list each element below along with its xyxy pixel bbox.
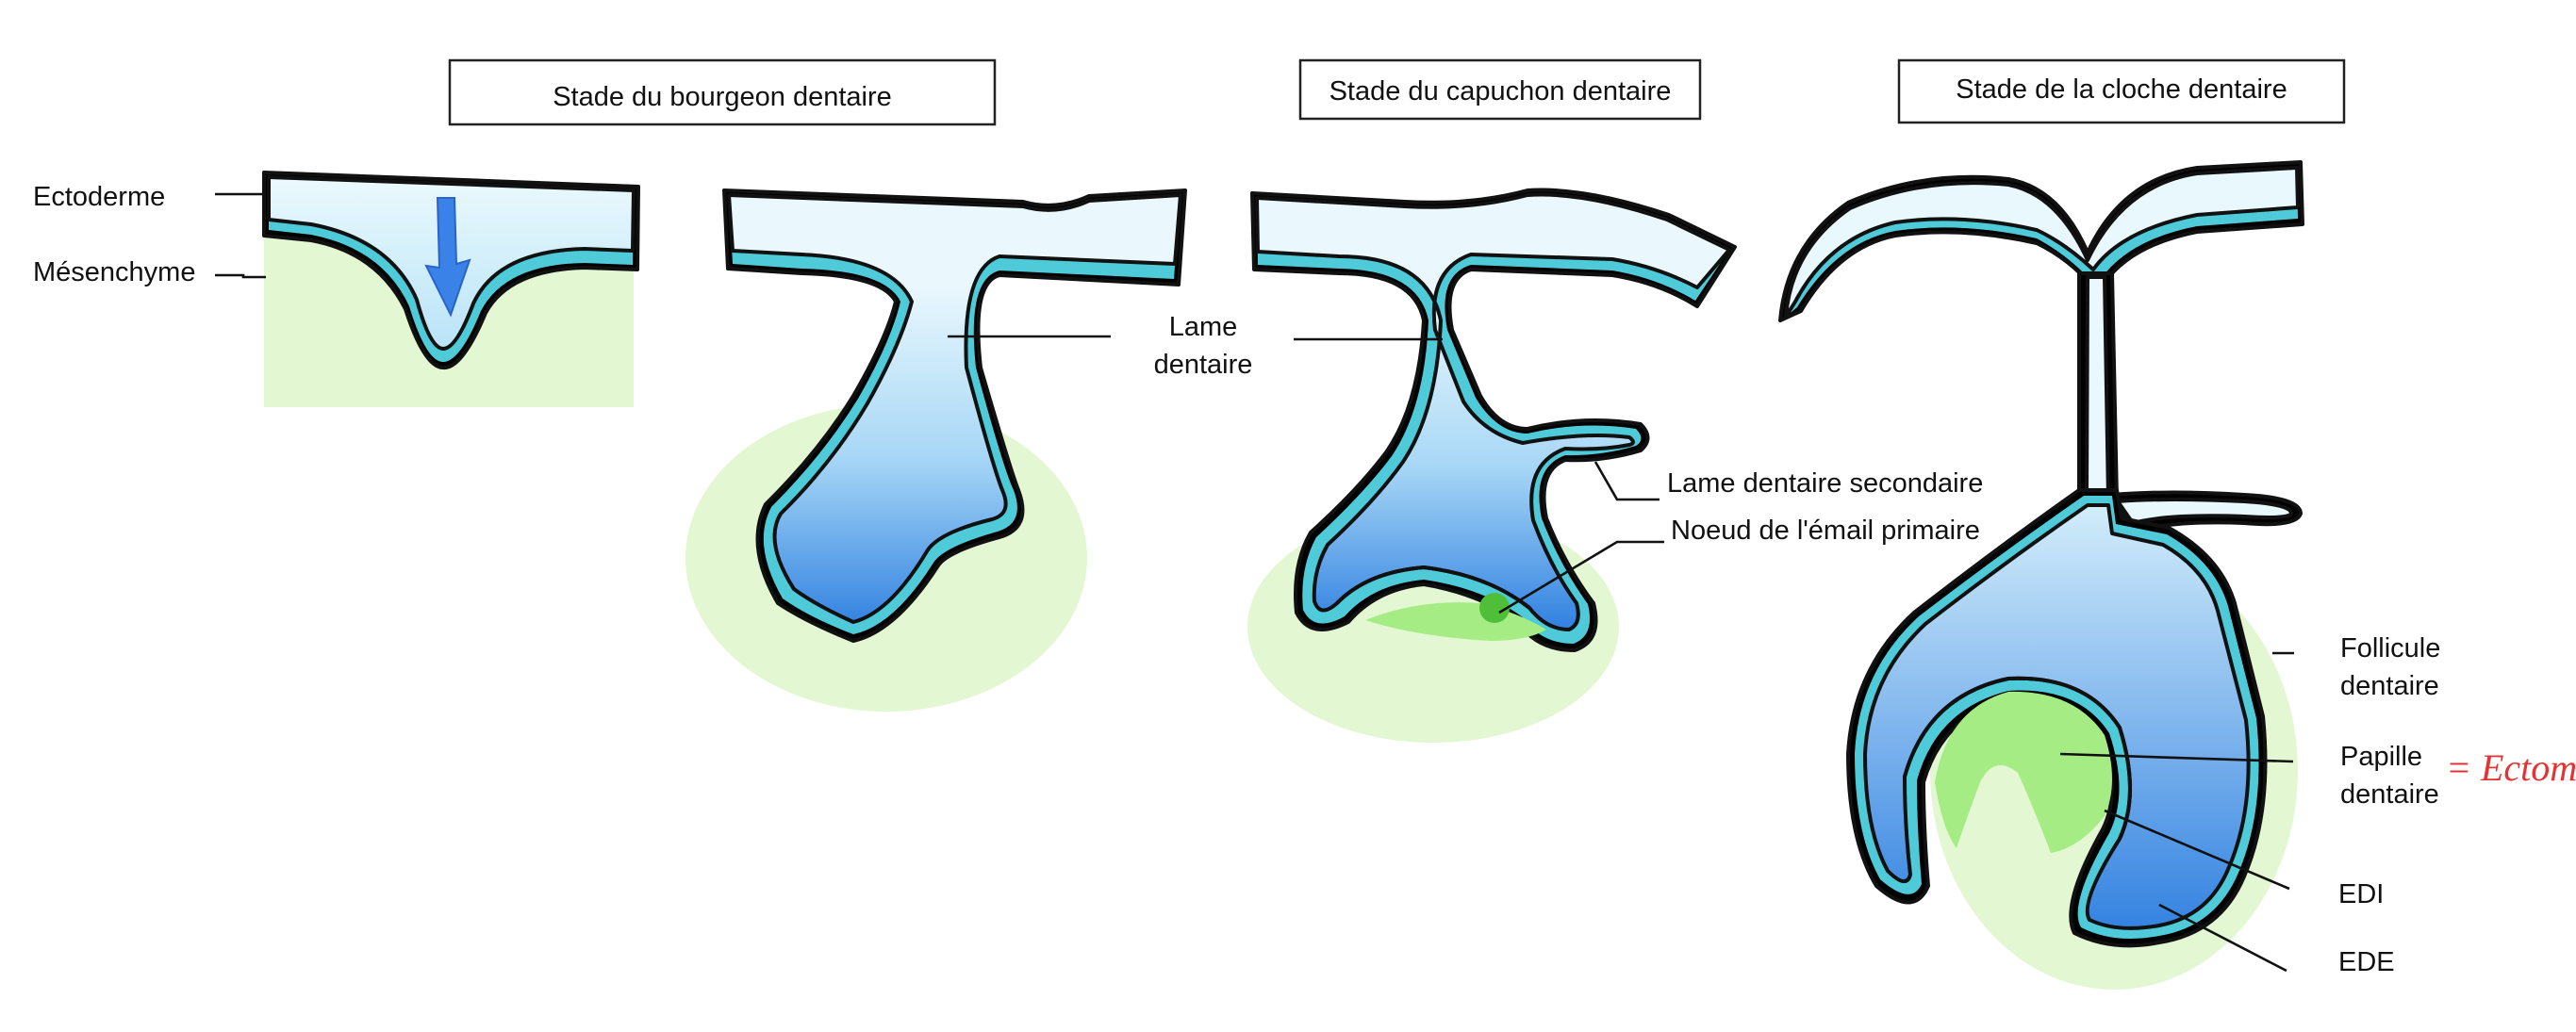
stage-initiation — [262, 171, 640, 407]
label-ede: EDE — [2338, 947, 2395, 977]
title-bud-stage: Stade du bourgeon dentaire — [448, 58, 997, 126]
label-mesenchyme: Mésenchyme — [33, 257, 195, 287]
title-box-bell — [1897, 58, 2346, 124]
bell-oral-epithelium — [1784, 166, 2300, 319]
title-box-cap — [1298, 58, 1702, 121]
title-text-cap: Stade du capuchon dentaire — [1329, 76, 1672, 106]
label-follicule-line1: Follicule — [2340, 633, 2440, 663]
leader-mesenchyme — [215, 273, 266, 279]
label-follicule-line2: dentaire — [2340, 671, 2439, 701]
leader-lines — [215, 192, 2294, 973]
invagination-arrow — [424, 197, 471, 318]
stage-bell — [1778, 160, 2304, 990]
arrow-icon — [424, 197, 471, 318]
leader-edi — [2104, 809, 2290, 891]
label-lame-line1: Lame — [1169, 312, 1238, 342]
bell-lamina — [2085, 275, 2110, 501]
title-text-bell: Stade de la cloche dentaire — [1956, 74, 2287, 105]
stage-cap — [1247, 188, 1737, 743]
bell-secondary-lamina — [2116, 498, 2293, 525]
enamel-knot — [1479, 593, 1510, 623]
title-box-bud — [448, 58, 997, 126]
labels: Ectoderme Mésenchyme Lame dentaire Lame … — [33, 182, 2576, 977]
leader-papille — [2059, 752, 2294, 763]
bell-inner-epithelium-line — [1903, 676, 2132, 840]
bud-epithelium — [727, 193, 1182, 624]
label-papille-line1: Papille — [2340, 742, 2422, 772]
label-papille-line2: dentaire — [2340, 779, 2439, 810]
label-noeud: Noeud de l'émail primaire — [1671, 516, 1980, 546]
leader-noeud — [1498, 540, 1664, 614]
label-edi: EDI — [2338, 879, 2384, 909]
bell-dental-papilla — [1935, 691, 2112, 853]
handwritten-annotation: = Ectomés — [2446, 746, 2576, 789]
leader-ede — [2158, 903, 2287, 973]
title-text-bud: Stade du bourgeon dentaire — [553, 82, 892, 112]
label-lame-line2: dentaire — [1154, 350, 1253, 380]
label-lame-secondaire: Lame dentaire secondaire — [1667, 468, 1983, 499]
title-bell-stage: Stade de la cloche dentaire — [1897, 58, 2346, 124]
leader-lame-secondaire — [1593, 461, 1660, 501]
stage-bud — [685, 188, 1187, 712]
cap-epithelium — [1255, 192, 1731, 631]
cap-inner-line — [1335, 565, 1531, 610]
label-ectoderme: Ectoderme — [33, 182, 165, 212]
title-cap-stage: Stade du capuchon dentaire — [1298, 58, 1702, 121]
